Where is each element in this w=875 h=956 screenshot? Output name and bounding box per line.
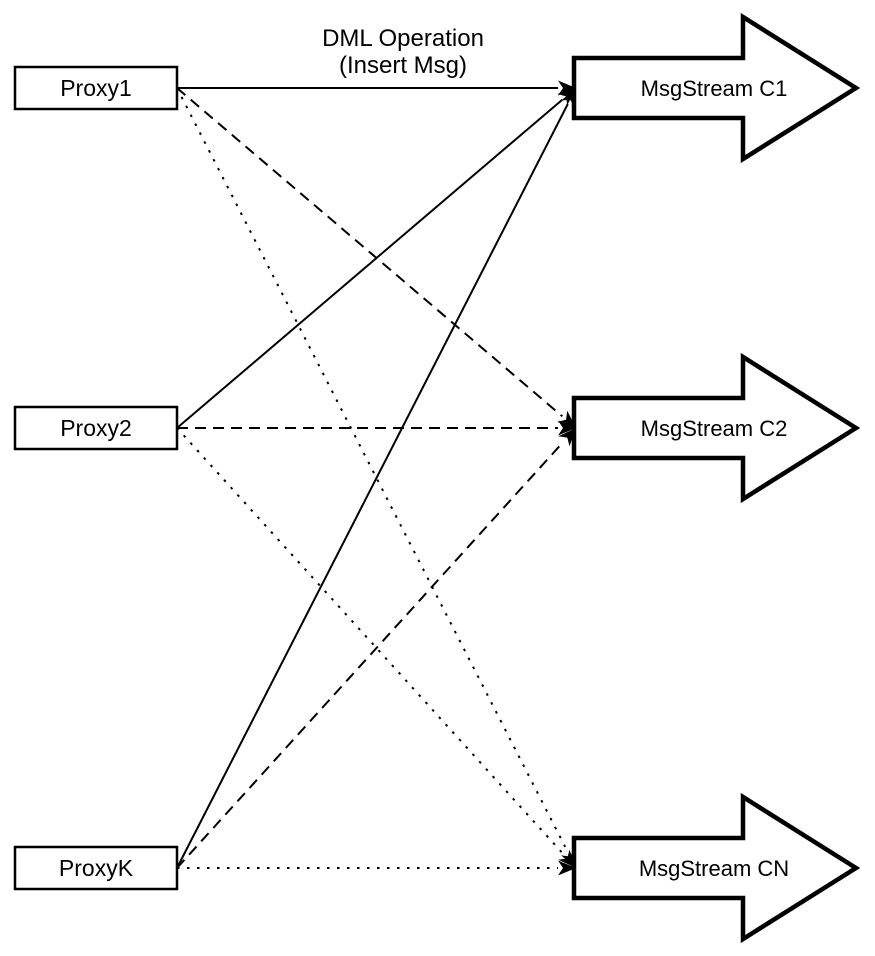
arrowhead-proxy1-c1: [558, 80, 576, 96]
edge-label-line1: DML Operation: [322, 25, 484, 52]
stream-arrow-shape-cn: [571, 792, 861, 944]
proxy-node-proxyk: ProxyK: [13, 845, 179, 891]
stream-arrow-shape-c2: [571, 352, 861, 504]
edge-proxyk-c2-dashed: [176, 440, 565, 869]
edge-proxy1-cn-dotted: [176, 87, 569, 853]
stream-label-cn: MsgStream CN: [639, 856, 789, 881]
arrowhead-proxy2-c2: [558, 420, 576, 436]
arrowhead-proxyk-c2: [558, 428, 576, 447]
arrowhead-proxyk-cn: [558, 860, 576, 876]
proxy-label-proxy1: Proxy1: [60, 75, 132, 101]
edge-proxyk-c1-solid: [176, 103, 569, 869]
stream-node-c2: MsgStream C2: [571, 352, 861, 504]
proxy-node-proxy1: Proxy1: [13, 65, 179, 111]
edge-proxy1-c2-dashed: [176, 87, 563, 418]
proxy-label-proxy2: Proxy2: [60, 415, 132, 441]
proxy-label-proxyk: ProxyK: [59, 855, 134, 881]
edge-proxy2-c1-solid: [176, 98, 563, 429]
edge-label-line2: (Insert Msg): [339, 52, 467, 79]
stream-label-c2: MsgStream C2: [641, 416, 788, 441]
stream-node-cn: MsgStream CN: [571, 792, 861, 944]
proxy-box-proxy2: [13, 405, 179, 451]
arrowhead-proxy2-cn: [558, 849, 576, 868]
arrowhead-proxyk-c1: [561, 88, 576, 108]
proxy-box-proxyk: [13, 845, 179, 891]
edges-layer: [176, 80, 576, 876]
stream-arrow-shape-c1: [571, 12, 861, 164]
stream-node-c1: MsgStream C1: [571, 12, 861, 164]
stream-label-c1: MsgStream C1: [641, 76, 788, 101]
arrowhead-proxy1-c2: [557, 410, 576, 428]
edge-label: DML Operation (Insert Msg): [322, 25, 484, 79]
proxy-box-proxy1: [13, 65, 179, 111]
proxy-node-proxy2: Proxy2: [13, 405, 179, 451]
